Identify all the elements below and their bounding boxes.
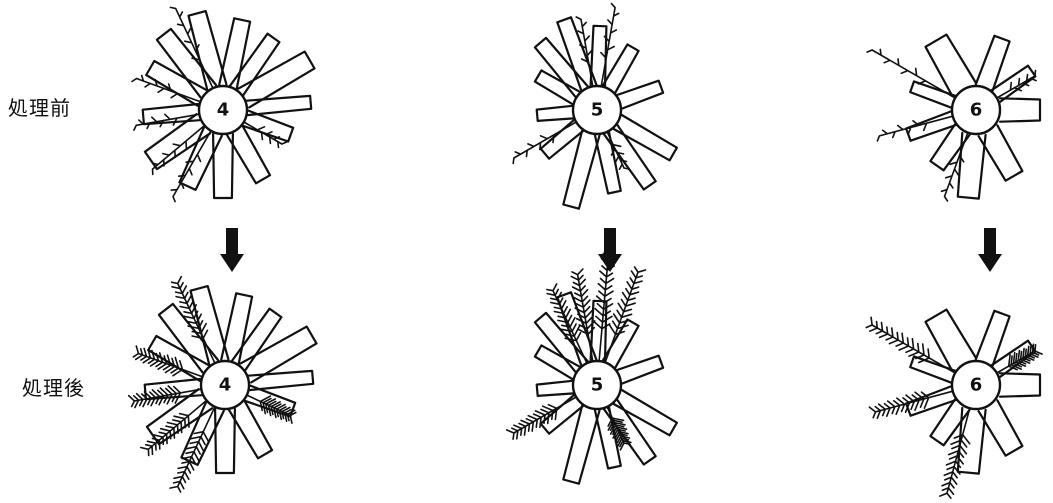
arrow-head	[220, 254, 244, 272]
hub-number-6-after: 6	[970, 375, 983, 396]
petal-11	[143, 104, 200, 124]
hub-number-4-before: 4	[217, 100, 230, 121]
down-arrow-icon-6	[978, 228, 1002, 272]
petal-4	[617, 356, 663, 384]
petal-4	[1000, 373, 1040, 396]
frond-5	[170, 407, 215, 492]
arrow-shaft	[984, 228, 996, 256]
petal-3	[603, 44, 639, 92]
petal-4	[1000, 98, 1040, 121]
petal-5	[979, 125, 1023, 180]
petal-8	[213, 134, 233, 198]
frond-6	[244, 122, 287, 147]
petal-5	[248, 371, 313, 390]
frond-5	[507, 397, 577, 439]
petal-6	[604, 125, 656, 190]
specimen-6-after-fronds	[866, 317, 1042, 498]
petal-4	[617, 81, 663, 109]
frond-3	[513, 122, 576, 163]
specimen-4-after: 4	[129, 277, 317, 492]
frond-5	[171, 131, 211, 202]
frond-2	[132, 76, 200, 102]
hub-number-5-before: 5	[591, 100, 604, 121]
down-arrow-icon-4	[220, 228, 244, 272]
frond-2	[877, 116, 952, 141]
arrow-shaft	[226, 228, 238, 256]
petal-3	[603, 319, 639, 367]
specimen-6-after: 6	[866, 310, 1042, 499]
frond-4	[997, 344, 1042, 373]
specimen-4-before: 4	[132, 7, 315, 201]
hub-number-5-after: 5	[591, 375, 604, 396]
specimen-6-before: 6	[867, 35, 1040, 201]
arrow-head	[978, 254, 1002, 272]
hub-number-4-after: 4	[219, 375, 232, 396]
frond-1	[170, 7, 213, 88]
petal-9	[179, 128, 221, 190]
petal-10	[537, 106, 574, 121]
petal-10	[537, 381, 574, 396]
frond-3	[940, 408, 970, 498]
petal-5	[979, 400, 1023, 455]
specimen-5-after: 5	[507, 253, 677, 483]
petal-5	[246, 96, 311, 115]
petal-12	[146, 61, 207, 106]
arrow-head	[598, 254, 622, 272]
hub-number-6-before: 6	[970, 100, 983, 121]
petal-8	[215, 409, 235, 473]
specimen-5-before: 5	[513, 4, 677, 209]
arrow-shaft	[604, 228, 616, 256]
